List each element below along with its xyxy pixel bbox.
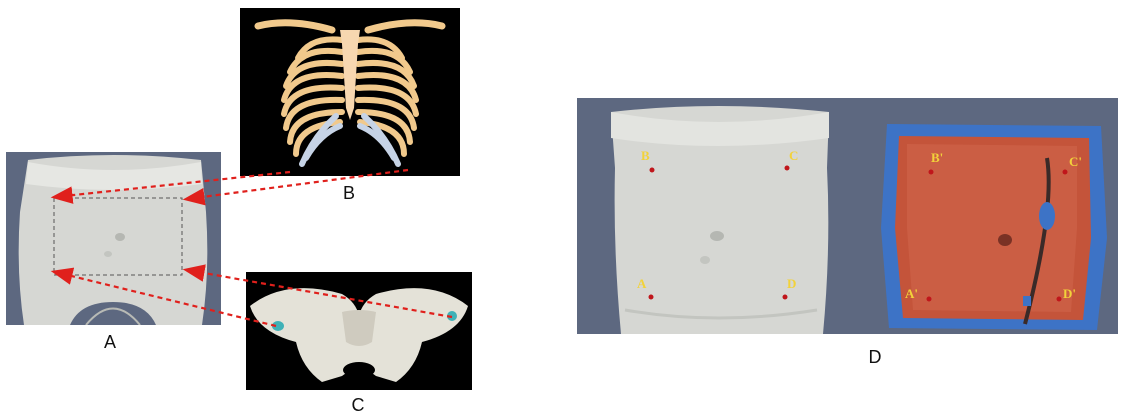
panel-d-label: D xyxy=(855,347,895,368)
arrow-c-right xyxy=(187,270,452,317)
arrow-b-left xyxy=(55,172,290,197)
landmark-dot-a-prime xyxy=(927,297,932,302)
landmark-dot-d xyxy=(783,295,788,300)
landmark-dot-d-prime xyxy=(1057,297,1062,302)
landmark-dot-c xyxy=(785,166,790,171)
landmark-dot-a xyxy=(649,295,654,300)
panel-c-label: C xyxy=(338,395,378,416)
landmark-dot-c-prime xyxy=(1063,170,1068,175)
panel-a-label: A xyxy=(90,332,130,353)
landmark-label-d: D xyxy=(787,276,796,291)
landmark-dot-b-prime xyxy=(929,170,934,175)
landmark-label-b-prime: B' xyxy=(931,150,943,165)
landmark-label-a-prime: A' xyxy=(905,286,918,301)
arrow-b-right xyxy=(187,170,408,199)
landmark-label-d-prime: D' xyxy=(1063,286,1076,301)
landmark-label-c-prime: C' xyxy=(1069,154,1082,169)
landmark-label-c: C xyxy=(789,148,798,163)
arrow-c-left xyxy=(55,272,276,326)
panel-b-label: B xyxy=(329,183,369,204)
panel-d-image: B C A D B' C' A' D' xyxy=(577,98,1118,334)
landmark-label-b: B xyxy=(641,148,650,163)
landmark-dot-b xyxy=(650,168,655,173)
landmark-label-a: A xyxy=(637,276,647,291)
